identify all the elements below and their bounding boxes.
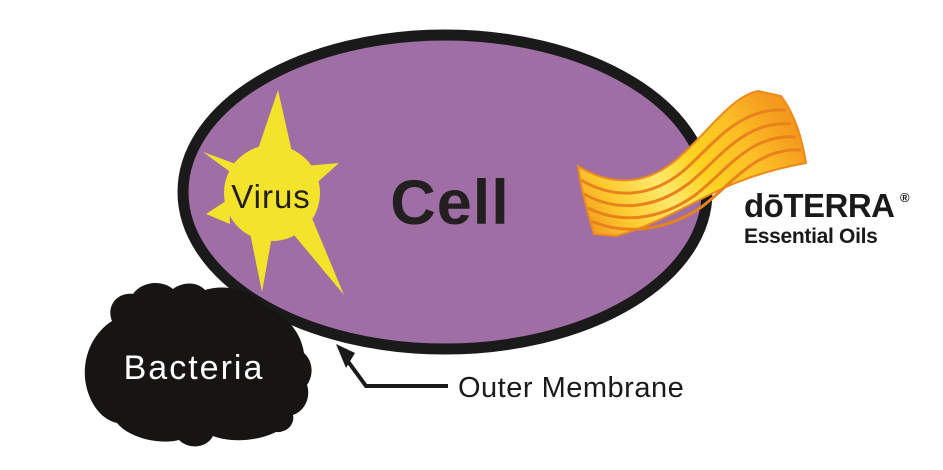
ribbon-stripe <box>580 108 787 195</box>
bacteria-label: Bacteria <box>124 349 265 387</box>
virus-shape <box>203 90 344 295</box>
ribbon-stripe <box>583 122 792 208</box>
virus-spike <box>206 199 230 224</box>
brand-name-text: dōTERRA <box>744 187 894 224</box>
ribbon-stripe <box>590 148 802 231</box>
cell-body <box>183 35 707 349</box>
cell-label: Cell <box>390 168 510 238</box>
oil-ribbon <box>576 89 808 238</box>
oil-ribbon-stripes <box>580 108 802 231</box>
virus-spike <box>289 211 344 295</box>
bacteria-blob <box>84 282 312 447</box>
brand-tagline: Essential Oils <box>744 225 878 248</box>
membrane-arrowhead <box>336 344 355 368</box>
registered-trademark-icon: ® <box>900 190 910 205</box>
ribbon-stripe <box>587 135 797 220</box>
virus-label: Virus <box>231 178 311 215</box>
virus-body <box>224 145 320 241</box>
virus-spike <box>250 233 272 292</box>
membrane-arrow <box>336 344 448 388</box>
membrane-label: Outer Membrane <box>458 372 684 404</box>
brand-name: dōTERRA ® <box>744 187 910 224</box>
virus-spike <box>256 90 292 155</box>
